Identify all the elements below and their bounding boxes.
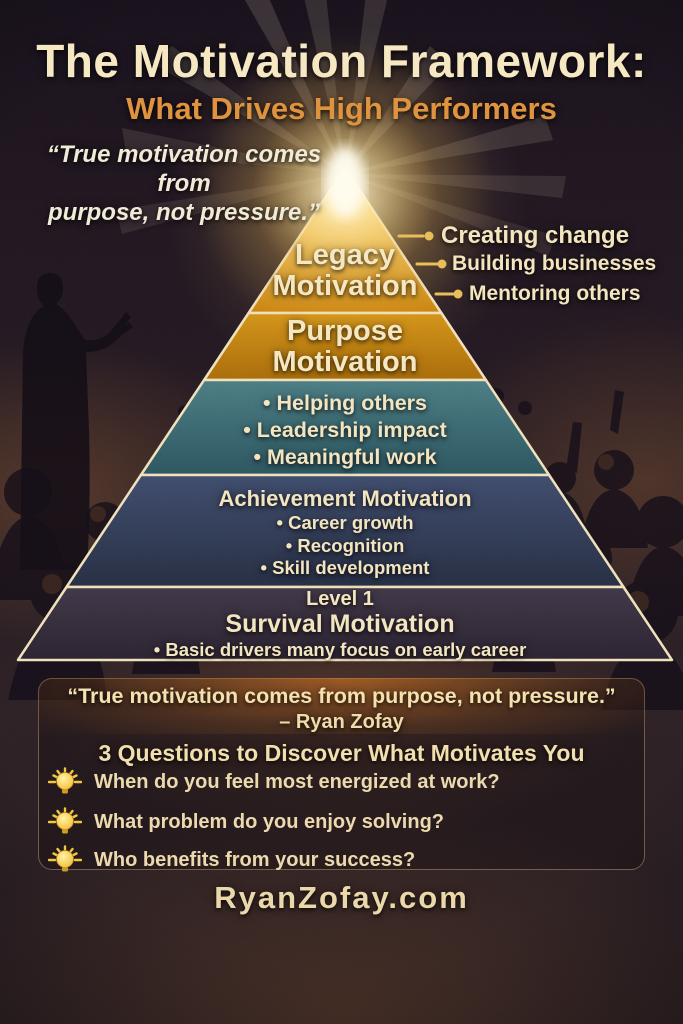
- survival-level: Level 1: [306, 588, 374, 610]
- tier-purpose-line2: Motivation: [272, 346, 418, 378]
- lightbulb-icon: [48, 767, 82, 794]
- top-quote-line2: purpose, not pressure.”: [47, 199, 321, 226]
- lightbulb-icon: [48, 807, 82, 834]
- top-quote: “True motivation comes from purpose, not…: [26, 140, 342, 227]
- bullet-basic-drivers: • Basic drivers many focus on early care…: [153, 639, 527, 660]
- questions-title: 3 Questions to Discover What Motivates Y…: [98, 740, 585, 766]
- footer-website-link[interactable]: RyanZofay.com: [214, 880, 469, 915]
- bullet-leadership-impact: • Leadership impact: [243, 418, 447, 442]
- bullet-career-growth: • Career growth: [276, 512, 414, 533]
- box-quote: “True motivation comes from purpose, not…: [67, 684, 616, 708]
- question-row-3: Who benefits from your success?: [48, 844, 608, 876]
- tier-legacy-line1: Legacy: [295, 239, 395, 271]
- bullet-helping-others: • Helping others: [262, 391, 427, 415]
- bullet-skill-development: • Skill development: [260, 557, 430, 578]
- poster-title: The Motivation Framework:: [36, 35, 647, 87]
- bullet-meaningful-work: • Meaningful work: [253, 445, 437, 469]
- question-row-1: When do you feel most energized at work?: [48, 766, 608, 798]
- lightbulb-icon: [48, 845, 82, 872]
- survival-heading: Survival Motivation: [225, 610, 455, 638]
- tier-achievement-block: Achievement Motivation • Career growth •…: [145, 486, 545, 580]
- callout-building-businesses: Building businesses: [452, 252, 657, 275]
- tier-label-legacy: Legacy Motivation: [195, 240, 495, 302]
- question-3-text: Who benefits from your success?: [94, 848, 416, 871]
- bullet-recognition: • Recognition: [285, 534, 405, 556]
- tier-impact-bullets: • Helping others • Leadership impact • M…: [170, 390, 520, 471]
- question-row-2: What problem do you enjoy solving?: [48, 806, 608, 838]
- question-2-text: What problem do you enjoy solving?: [94, 810, 445, 833]
- poster-subtitle: What Drives High Performers: [126, 91, 557, 126]
- box-quote-attribution: – Ryan Zofay: [279, 711, 404, 733]
- quote-strip-background: [38, 678, 645, 734]
- tier-label-purpose: Purpose Motivation: [195, 316, 495, 378]
- tier-survival-block: Level 1 Survival Motivation • Basic driv…: [90, 588, 590, 662]
- tier-purpose-line1: Purpose: [286, 315, 404, 347]
- callout-creating-change: Creating change: [441, 222, 630, 249]
- top-quote-line1: “True motivation comes from: [46, 141, 322, 197]
- tier-legacy-line2: Motivation: [272, 270, 418, 302]
- achievement-heading: Achievement Motivation: [218, 486, 472, 511]
- question-1-text: When do you feel most energized at work?: [94, 770, 500, 793]
- callout-mentoring-others: Mentoring others: [469, 282, 641, 305]
